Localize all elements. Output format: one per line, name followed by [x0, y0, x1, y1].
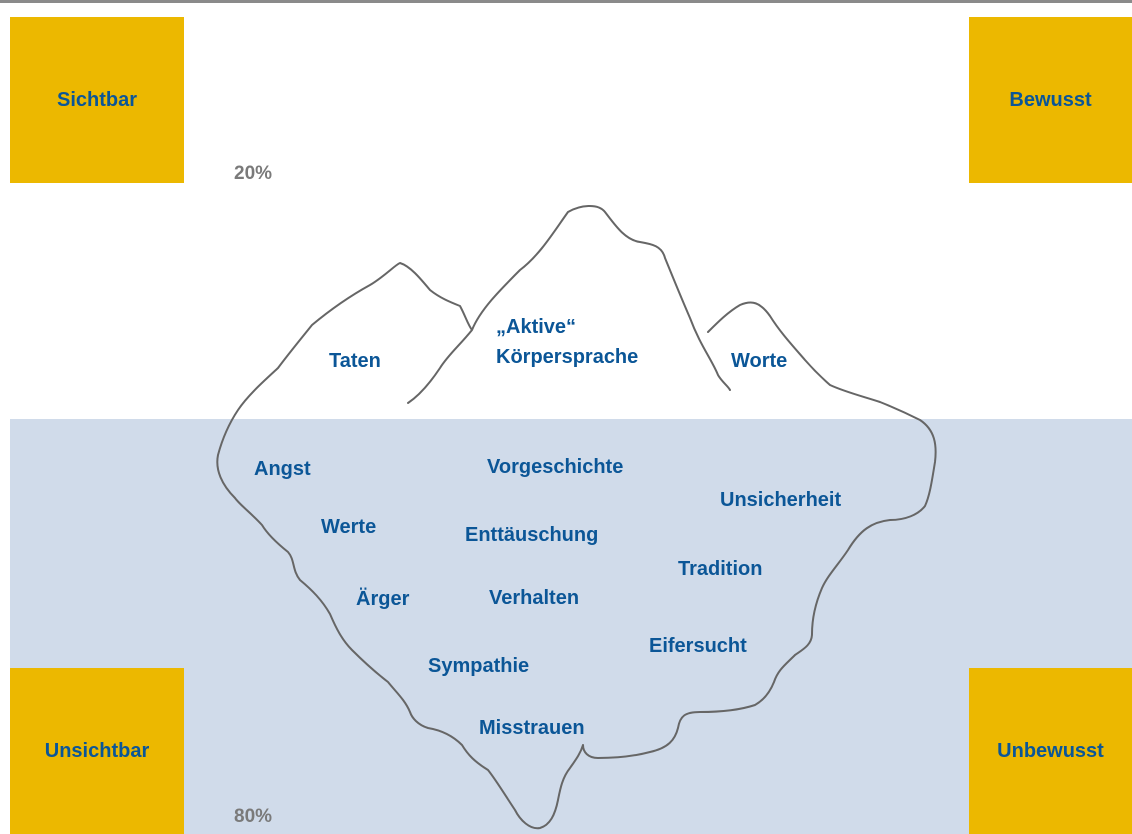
label-sympathie: Sympathie — [428, 655, 530, 677]
label-angst: Angst — [254, 458, 311, 480]
corner-label-invisible: Unsichtbar — [44, 739, 150, 762]
label-koerpersprache: Körpersprache — [496, 346, 639, 368]
label-vorgeschichte: Vorgeschichte — [487, 456, 624, 478]
label-worte: Worte — [731, 350, 788, 372]
corner-label-conscious: Bewusst — [1009, 88, 1092, 111]
label-tradition: Tradition — [678, 558, 763, 580]
corner-box-unconscious: Unbewusst — [969, 668, 1132, 834]
label-misstrauen: Misstrauen — [479, 717, 585, 739]
corner-label-unconscious: Unbewusst — [997, 739, 1104, 762]
label-unsicherheit: Unsicherheit — [720, 489, 842, 511]
corner-box-visible: Sichtbar — [10, 17, 184, 183]
label-aktive: „Aktive“ — [496, 316, 577, 338]
corner-box-invisible: Unsichtbar — [10, 668, 184, 834]
label-werte: Werte — [321, 516, 377, 538]
top-divider-line — [0, 0, 1132, 3]
corner-box-conscious: Bewusst — [969, 17, 1132, 183]
label-enttaeuschung: Enttäuschung — [465, 524, 599, 546]
label-aerger: Ärger — [356, 588, 410, 610]
corner-label-visible: Sichtbar — [56, 88, 138, 111]
label-verhalten: Verhalten — [489, 587, 580, 609]
label-taten: Taten — [329, 350, 381, 372]
percent-invisible: 80% — [234, 806, 273, 827]
label-eifersucht: Eifersucht — [649, 635, 747, 657]
percent-visible: 20% — [234, 163, 273, 184]
iceberg-main-contour — [216, 205, 937, 830]
